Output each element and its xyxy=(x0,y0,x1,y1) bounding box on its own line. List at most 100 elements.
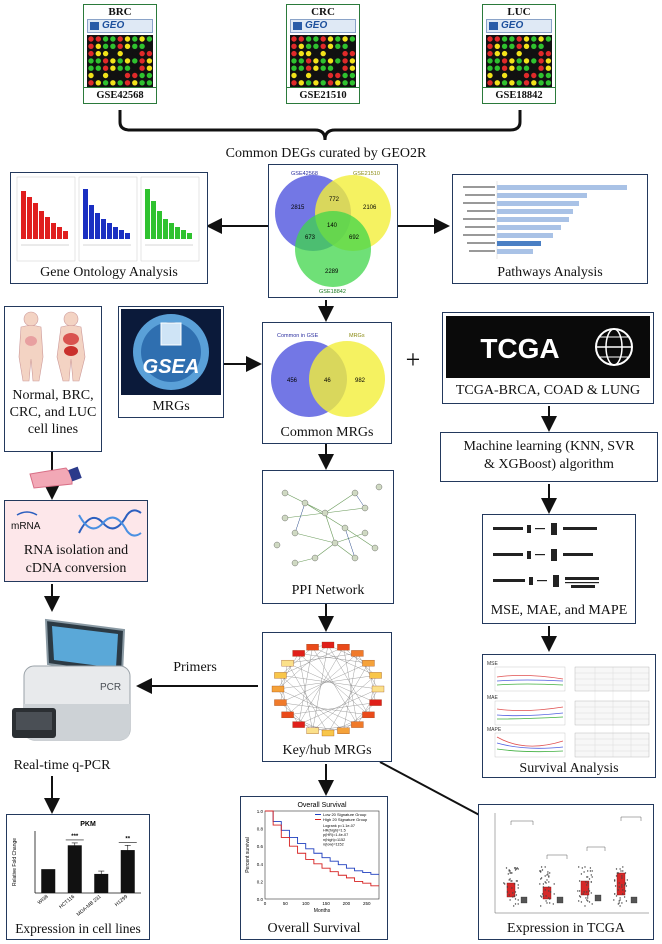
microarray-grid-icon xyxy=(87,35,153,87)
survival-analysis-box: MSE MAE MAPE Survival Analysis xyxy=(482,654,656,778)
rna-isolation-box: mRNA RNA isolation and cDNA conversion xyxy=(4,500,148,582)
pkm-ylabel: Relative Fold Change xyxy=(12,838,18,886)
rna-label-line1: RNA isolation and xyxy=(23,543,129,558)
km-xtick: 200 xyxy=(343,901,351,906)
svg-text:TCGA: TCGA xyxy=(480,333,559,364)
venn-ac: 673 xyxy=(305,235,316,241)
km-xtick: 50 xyxy=(283,901,289,906)
metric-curves-thumbnail: MSE MAE MAPE xyxy=(487,661,650,758)
svg-text:MAPE: MAPE xyxy=(487,727,502,733)
geo-logo-icon: GEO xyxy=(486,19,552,33)
pathways-bar-thumbnail xyxy=(463,181,627,259)
expression-tcga-label: Expression in TCGA xyxy=(507,921,625,936)
survival-analysis-label: Survival Analysis xyxy=(519,761,619,776)
venn-degs-diagram: GSE42568 GSE21510 GSE18842 2815 2106 228… xyxy=(275,171,391,295)
rna-label-line2: cDNA conversion xyxy=(25,561,127,576)
pkm-category-label: WI38 xyxy=(37,894,50,906)
pathways-label: Pathways Analysis xyxy=(497,265,603,280)
venn-b-only: 2106 xyxy=(363,205,377,211)
keyhub-circle-network xyxy=(271,641,385,737)
geo-card-luc: LUC GEO GSE18842 xyxy=(482,4,556,104)
km-stat: Logrank p=1.1e-07 xyxy=(323,824,355,828)
pkm-bar xyxy=(67,845,82,893)
ppi-label: PPI Network xyxy=(291,583,365,598)
expression-cells-label: Expression in cell lines xyxy=(15,921,141,936)
metrics-label: MSE, MAE, and MAPE xyxy=(490,603,628,618)
common-mrgs-label: Common MRGs xyxy=(280,425,374,440)
venn2-overlap: 46 xyxy=(324,378,331,384)
svg-text:MSE: MSE xyxy=(487,661,499,667)
venn-a-only: 2815 xyxy=(291,205,305,211)
ppi-network-graph xyxy=(273,483,383,567)
gsea-logo-icon: GSEA xyxy=(121,309,221,395)
ml-label-line1: Machine learning (KNN, SVR xyxy=(463,439,635,454)
dataset-label: BRC xyxy=(108,6,132,18)
metrics-box: MSE, MAE, and MAPE xyxy=(482,514,636,624)
tcga-label: TCGA-BRCA, COAD & LUNG xyxy=(455,383,641,398)
dna-helix-icon: mRNA xyxy=(11,509,142,537)
metric-formulas xyxy=(493,523,599,588)
svg-text:GSEA: GSEA xyxy=(143,356,200,378)
gse-id: GSE18842 xyxy=(483,87,555,103)
plus-sign: + xyxy=(405,345,421,374)
venn-set-b: GSE21510 xyxy=(353,171,380,177)
venn2-right-label: MRGs xyxy=(349,333,365,339)
km-title: Overall Survival xyxy=(297,802,346,809)
tcga-boxplot-thumbnail xyxy=(494,813,649,914)
pkm-category-label: MDA-MB 231 xyxy=(76,894,103,918)
ppi-network-box: PPI Network xyxy=(262,470,394,604)
km-xtick: 150 xyxy=(322,901,330,906)
geo-card-brc: BRC GEO GSE42568 xyxy=(83,4,157,104)
gene-ontology-label: Gene Ontology Analysis xyxy=(40,265,178,280)
km-xlabel: Months xyxy=(314,908,331,914)
km-ytick: 0.6 xyxy=(257,844,264,849)
primers-label: Primers xyxy=(173,660,217,675)
svg-text:mRNA: mRNA xyxy=(11,521,41,532)
qpcr-label: Real-time q-PCR xyxy=(13,758,111,773)
tcga-box: TCGA TCGA-BRCA, COAD & LUNG xyxy=(442,312,654,404)
km-xtick: 0 xyxy=(264,901,267,906)
gene-ontology-box: Gene Ontology Analysis xyxy=(10,172,208,284)
go-bar-charts-thumbnail xyxy=(16,176,200,262)
mrgs-box: GSEA MRGs xyxy=(118,306,224,418)
km-ytick: 0.8 xyxy=(257,827,264,832)
ml-label-line2: & XGBoost) algorithm xyxy=(484,457,614,472)
qpcr-machine-icon: PCR xyxy=(12,618,131,741)
geo-logo-icon: GEO xyxy=(87,19,153,33)
pkm-bar xyxy=(41,869,56,893)
venn-set-a: GSE42568 xyxy=(291,171,318,177)
dataset-label: LUC xyxy=(507,6,531,18)
km-legend-entry: High 20 Signature Group xyxy=(323,817,368,822)
km-ytick: 0.0 xyxy=(257,897,264,902)
venn2-left-label: Common in GSE xyxy=(277,333,319,339)
dataset-label: CRC xyxy=(311,6,335,18)
gse-id: GSE21510 xyxy=(287,87,359,103)
km-stat: HR(high)=1.5 xyxy=(323,829,346,833)
expression-tcga-box: Expression in TCGA xyxy=(478,804,654,940)
venn-ab: 772 xyxy=(329,197,340,203)
venn2-right-only: 982 xyxy=(355,378,366,384)
ml-box: Machine learning (KNN, SVR & XGBoost) al… xyxy=(440,432,658,482)
svg-text:MAE: MAE xyxy=(487,695,499,701)
pkm-category-label: H1299 xyxy=(114,894,129,908)
pkm-title: PKM xyxy=(80,821,96,828)
km-series-line xyxy=(265,810,379,875)
pkm-bar xyxy=(120,850,135,893)
pkm-significance: ** xyxy=(125,836,130,842)
km-stat: n(low)=1152 xyxy=(323,842,344,846)
cell-lines-box: Normal, BRC, CRC, and LUC cell lines xyxy=(4,306,102,452)
human-anatomy-icon xyxy=(18,311,86,382)
km-ylabel: Percent survival xyxy=(245,837,251,873)
pkm-significance: *** xyxy=(71,834,79,840)
venn-degs-box: GSE42568 GSE21510 GSE18842 2815 2106 228… xyxy=(268,164,398,298)
pathways-box: Pathways Analysis xyxy=(452,174,648,284)
microarray-grid-icon xyxy=(290,35,356,87)
bracket xyxy=(118,110,522,141)
km-ytick: 0.4 xyxy=(257,862,264,867)
venn2-left-only: 456 xyxy=(287,378,298,384)
mrgs-label: MRGs xyxy=(152,399,190,414)
km-ytick: 1.0 xyxy=(257,809,264,814)
pkm-category-label: HCT116 xyxy=(58,894,76,910)
